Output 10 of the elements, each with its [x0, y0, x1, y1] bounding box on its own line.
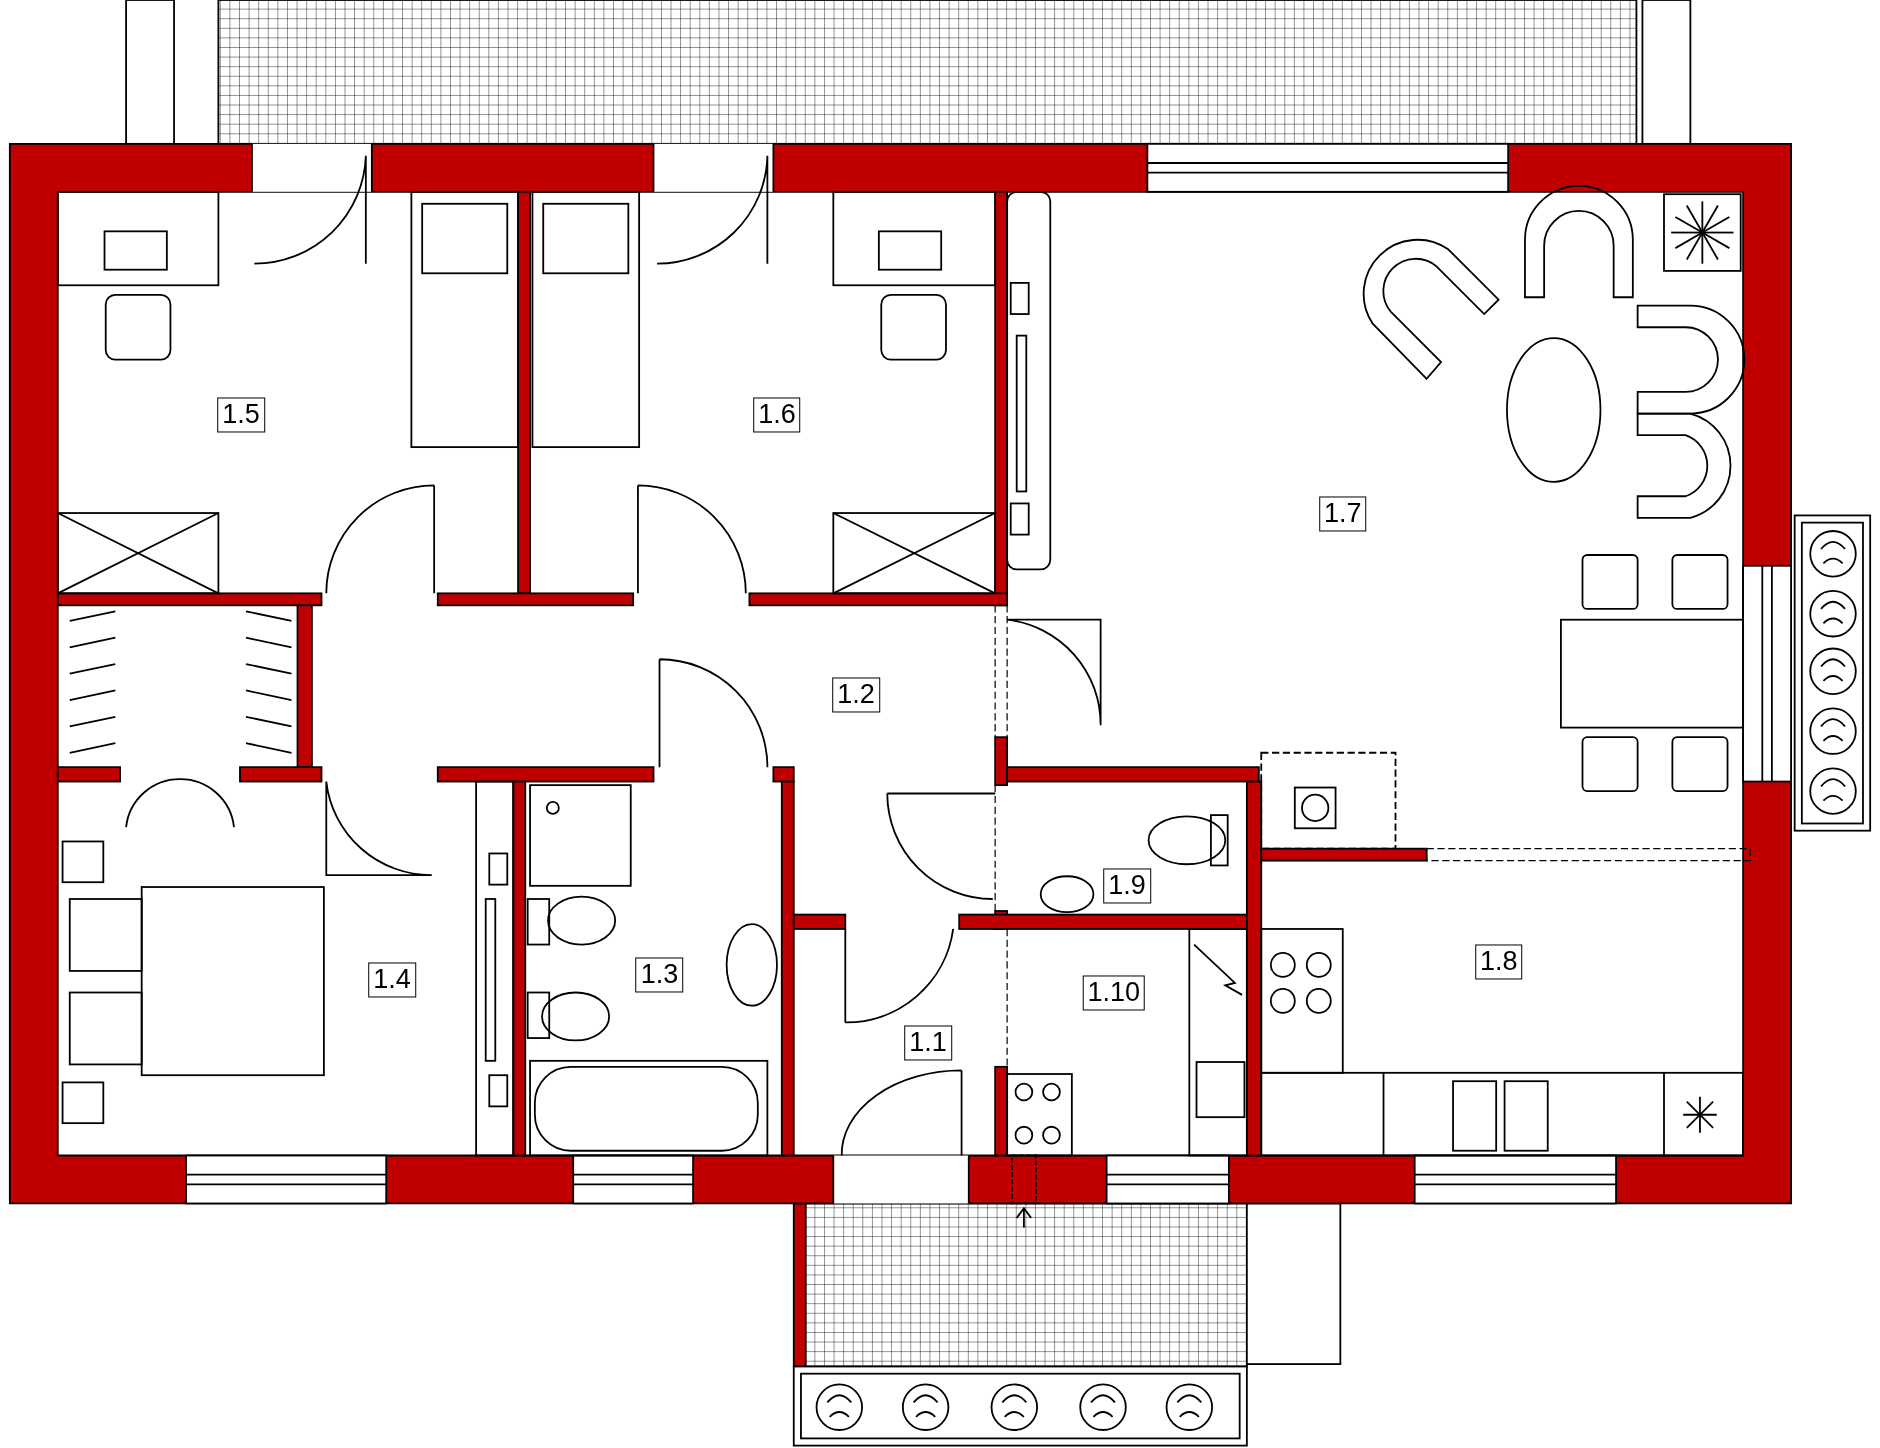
room-number: 1.2 — [832, 677, 880, 713]
room-number: 1.10 — [1082, 975, 1146, 1011]
room-number: 1.3 — [635, 957, 684, 993]
room-number: 1.1 — [904, 1025, 952, 1061]
room-number: 1.8 — [1474, 944, 1523, 980]
room-number: 1.7 — [1319, 496, 1367, 532]
room-number: 1.6 — [753, 397, 801, 433]
room-number: 1.5 — [217, 397, 265, 433]
room-number: 1.9 — [1103, 868, 1151, 904]
room-number: 1.4 — [368, 962, 416, 998]
